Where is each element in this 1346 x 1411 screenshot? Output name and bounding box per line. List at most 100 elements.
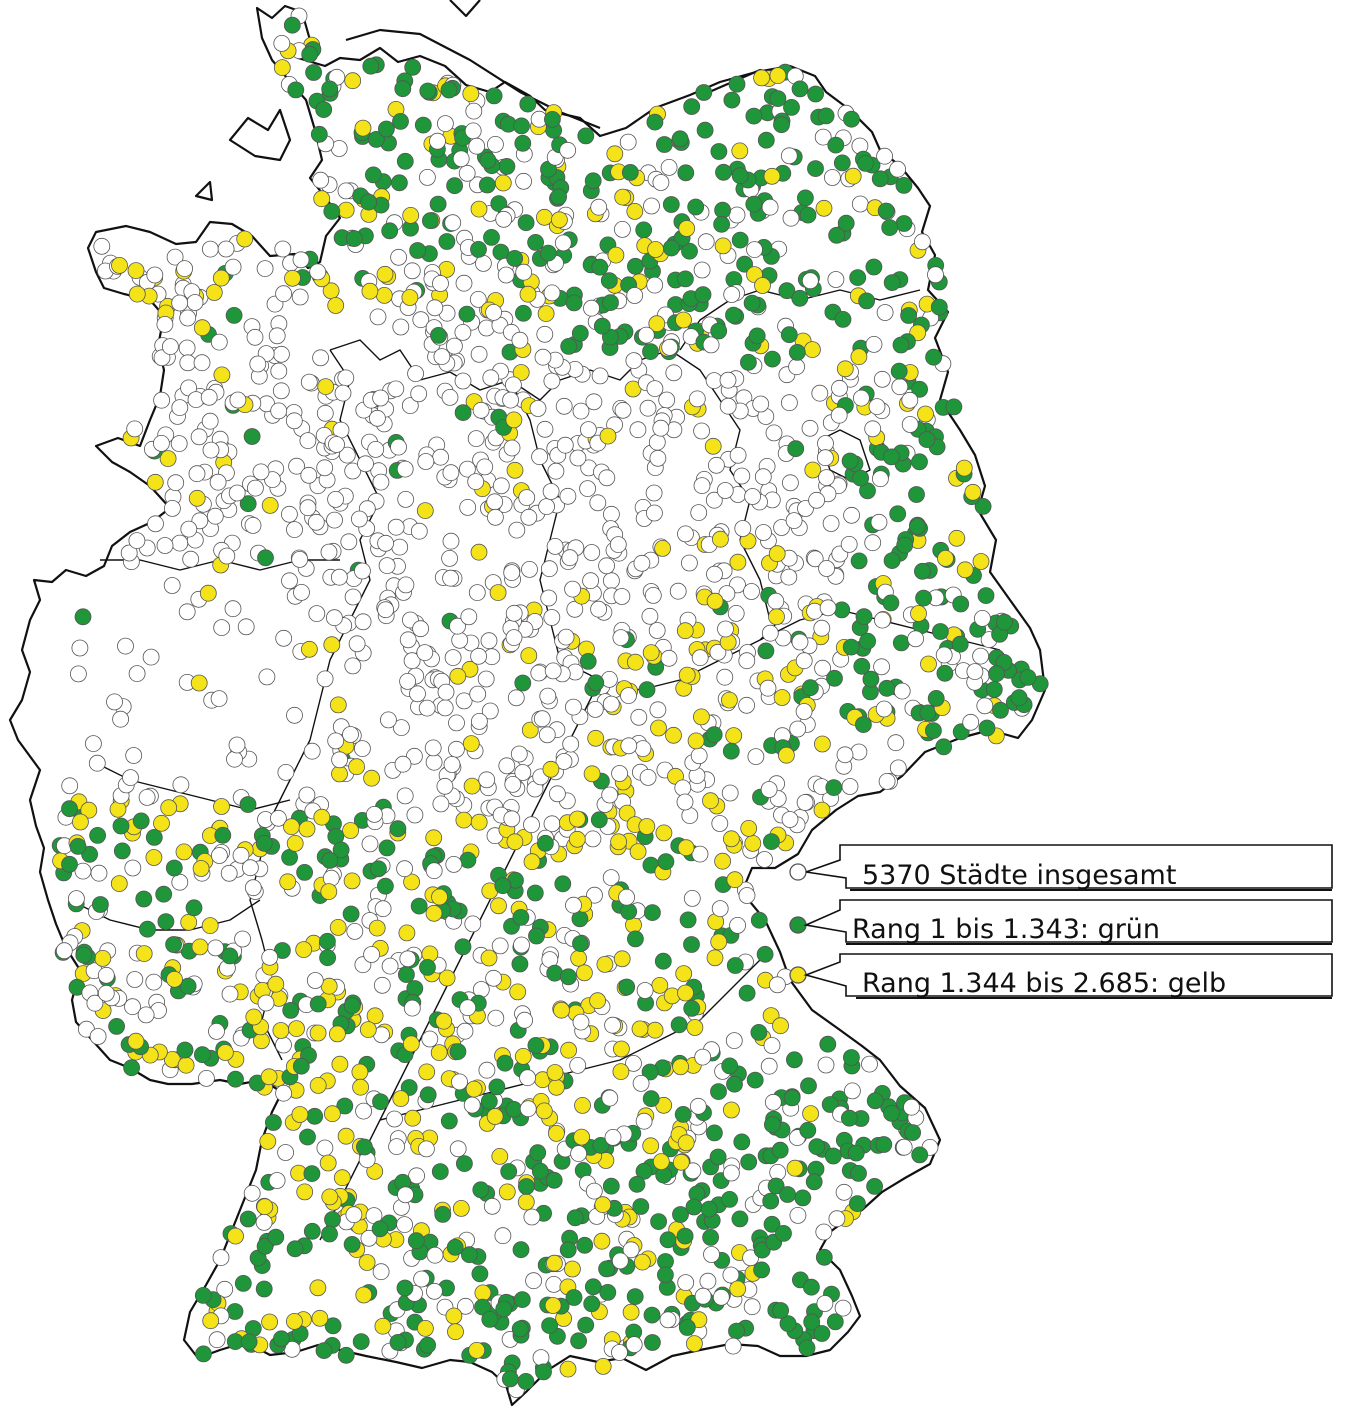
city-marker-white: [212, 1249, 230, 1266]
city-marker-green: [643, 1306, 661, 1324]
city-marker-white: [286, 706, 303, 724]
city-marker-white: [864, 420, 882, 438]
city-marker-green: [537, 834, 554, 852]
city-marker-green: [726, 957, 744, 974]
city-marker-yellow: [311, 1309, 329, 1327]
city-marker-green: [764, 350, 781, 368]
city-marker-green: [714, 201, 731, 219]
city-marker-white: [875, 700, 893, 718]
city-marker-white: [604, 1016, 621, 1034]
city-marker-green: [370, 860, 387, 878]
city-marker-green: [803, 1278, 820, 1296]
city-marker-white: [454, 372, 472, 390]
city-marker-white: [228, 736, 246, 754]
city-marker-white: [870, 513, 888, 531]
city-marker-green: [267, 1228, 285, 1246]
city-marker-green: [113, 842, 131, 860]
city-marker-green: [705, 726, 723, 743]
city-marker-green: [243, 428, 261, 445]
city-marker-yellow: [512, 364, 530, 381]
city-marker-green: [866, 1178, 883, 1195]
city-marker-green: [911, 380, 928, 398]
city-marker-green: [511, 955, 529, 973]
city-marker-white: [761, 624, 779, 642]
city-marker-white: [275, 1036, 292, 1054]
city-marker-white: [724, 1337, 742, 1355]
city-marker-green: [914, 562, 931, 580]
city-marker-green: [696, 121, 714, 139]
city-marker-yellow: [676, 622, 694, 640]
city-marker-green: [372, 1093, 389, 1111]
city-marker-white: [889, 759, 907, 777]
city-marker-green: [560, 968, 577, 986]
city-marker-white: [716, 482, 734, 499]
city-marker-green: [570, 1332, 587, 1350]
city-marker-green: [859, 632, 876, 650]
city-marker-green: [618, 978, 636, 996]
city-marker-white: [128, 532, 146, 549]
city-marker-green: [310, 125, 328, 143]
city-marker-white: [795, 703, 813, 720]
city-marker-white: [210, 333, 228, 351]
city-marker-green: [155, 885, 173, 903]
city-marker-white: [598, 469, 616, 487]
city-marker-green: [488, 1078, 506, 1096]
city-marker-white: [360, 1229, 378, 1247]
city-marker-white: [629, 421, 647, 439]
city-marker-yellow: [494, 174, 512, 192]
city-marker-white: [815, 1223, 833, 1241]
city-marker-white: [459, 999, 477, 1017]
city-marker-green: [446, 177, 464, 195]
city-marker-white: [146, 266, 164, 284]
city-marker-white: [611, 765, 628, 782]
city-marker-white: [531, 448, 548, 466]
city-marker-yellow: [337, 1127, 355, 1145]
city-marker-white: [486, 493, 504, 511]
city-marker-white: [224, 600, 242, 618]
city-marker-white: [518, 489, 536, 507]
city-marker-green: [92, 896, 109, 913]
city-marker-white: [738, 887, 756, 904]
city-marker-yellow: [642, 1137, 660, 1155]
city-marker-green: [602, 294, 619, 312]
city-marker-white: [331, 751, 349, 769]
city-marker-yellow: [331, 1055, 349, 1073]
city-marker-yellow: [166, 970, 183, 988]
city-marker-yellow: [786, 1159, 804, 1177]
city-marker-white: [338, 446, 356, 464]
city-marker-white: [795, 652, 813, 670]
city-marker-white: [372, 1263, 390, 1281]
city-marker-green: [342, 905, 360, 923]
city-marker-yellow: [401, 289, 419, 306]
city-marker-white: [70, 665, 87, 683]
city-marker-white: [814, 659, 831, 677]
city-marker-yellow: [626, 202, 644, 220]
city-marker-white: [549, 785, 566, 803]
city-marker-yellow: [744, 835, 762, 852]
city-marker-white: [648, 433, 666, 451]
city-marker-green: [771, 1141, 789, 1159]
city-marker-white: [126, 420, 144, 438]
city-marker-white: [533, 710, 551, 728]
city-marker-white: [353, 740, 371, 757]
city-marker-white: [210, 847, 228, 864]
city-marker-green: [591, 258, 609, 276]
city-marker-yellow: [514, 1048, 532, 1065]
city-marker-yellow: [665, 726, 682, 744]
city-marker-white: [903, 1098, 920, 1116]
city-marker-green: [800, 1077, 817, 1095]
city-marker-green: [352, 1333, 370, 1350]
city-marker-green: [945, 398, 963, 416]
city-marker-white: [437, 683, 455, 701]
city-marker-white: [300, 373, 318, 391]
city-marker-white: [609, 536, 627, 553]
city-marker-green: [678, 1319, 696, 1336]
city-marker-yellow: [622, 1303, 640, 1321]
city-marker-green: [587, 674, 605, 692]
city-marker-yellow: [329, 919, 347, 936]
city-marker-yellow: [544, 1297, 562, 1314]
city-marker-white: [476, 458, 494, 476]
city-marker-green: [635, 221, 653, 239]
city-marker-green: [221, 947, 239, 965]
